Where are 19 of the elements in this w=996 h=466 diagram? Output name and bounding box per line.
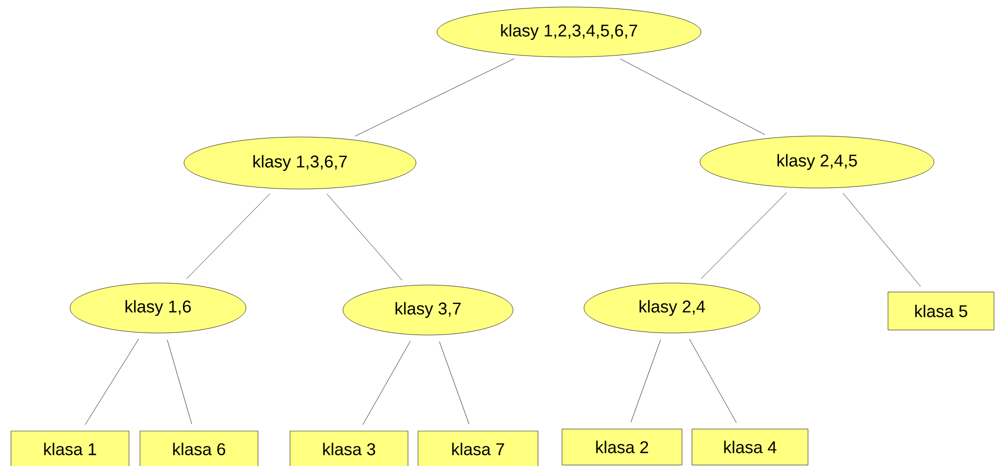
class-box: klasa 3 — [290, 430, 408, 466]
connector-line — [84, 338, 139, 426]
connector-line — [186, 193, 270, 279]
connector-line — [620, 58, 766, 135]
connector-line — [842, 192, 921, 287]
connector-line — [700, 192, 787, 279]
connector-line — [630, 339, 661, 422]
connector-line — [362, 340, 411, 425]
class-box: klasa 6 — [140, 430, 258, 466]
class-box: klasa 1 — [10, 430, 130, 466]
connector-line — [167, 340, 192, 424]
class-box: klasa 5 — [888, 292, 994, 330]
connector-line — [354, 58, 515, 136]
connector-line — [439, 341, 470, 424]
class-box: klasa 7 — [418, 430, 538, 466]
class-box: klasa 4 — [692, 428, 808, 466]
class-box: klasa 2 — [562, 428, 682, 466]
connector-line — [326, 194, 402, 281]
connector-line — [689, 338, 737, 423]
